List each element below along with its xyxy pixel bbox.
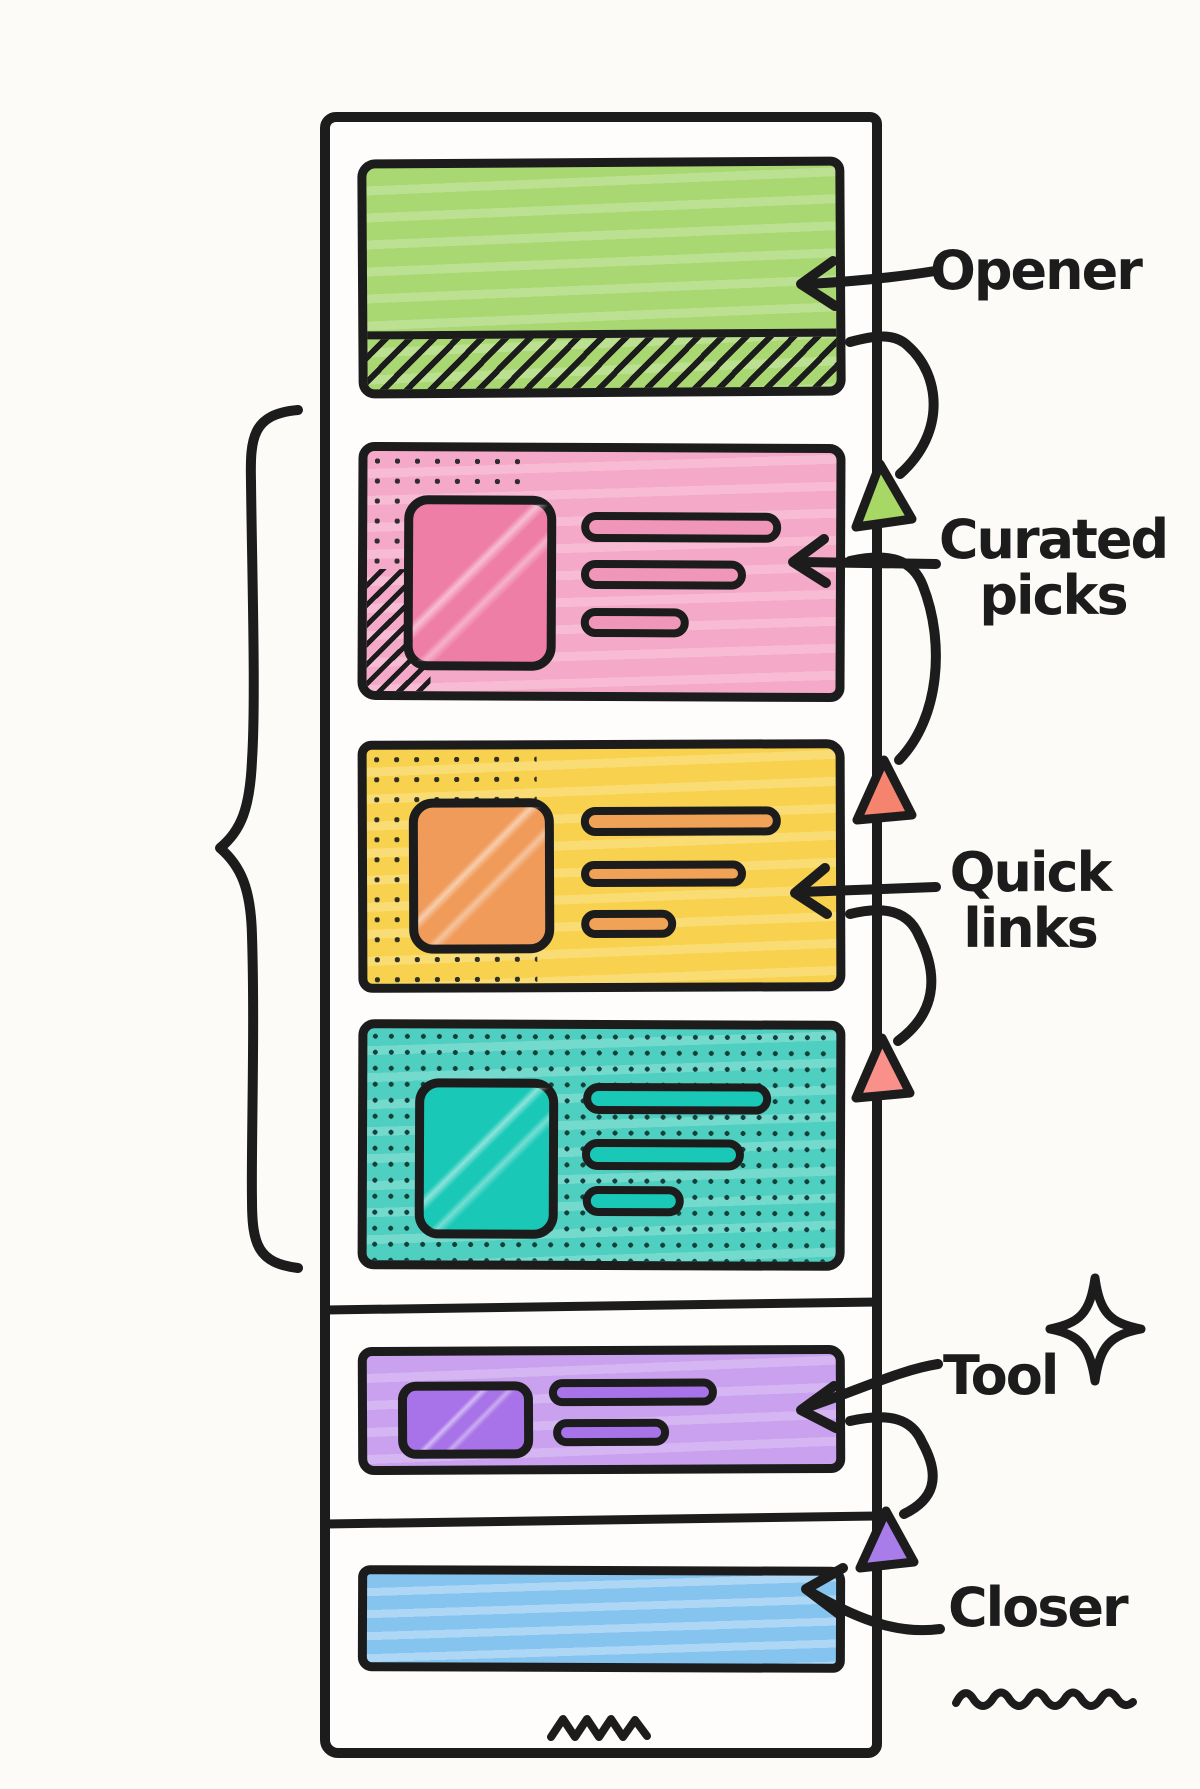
sparkle-icon [1045, 1273, 1146, 1386]
opener-footer-stripes [365, 328, 839, 392]
image-placeholder [408, 798, 555, 954]
quick-links-card [357, 739, 846, 993]
text-bar [581, 909, 677, 939]
closer-card [357, 1565, 846, 1673]
label-curated-picks: Curated picks [938, 508, 1169, 628]
text-bar [581, 511, 782, 543]
image-placeholder [397, 1381, 534, 1459]
marker-streaks [366, 1574, 837, 1664]
opener-card [357, 156, 846, 399]
closer-underline-icon [952, 1688, 1137, 1710]
text-bar [583, 1082, 772, 1115]
text-bar [580, 559, 747, 590]
curated-picks-card [357, 441, 846, 703]
text-bar [581, 1138, 745, 1171]
label-closer: Closer [948, 1576, 1129, 1639]
list-card [357, 1019, 846, 1271]
image-placeholder [403, 495, 557, 671]
text-bar [580, 607, 689, 638]
image-placeholder [414, 1078, 559, 1239]
tool-card [357, 1344, 846, 1476]
label-opener: Opener [930, 239, 1143, 302]
label-quick-links: Quick links [949, 841, 1113, 961]
text-bar [580, 806, 781, 837]
text-bar [553, 1418, 670, 1447]
text-bar [548, 1378, 717, 1407]
text-bar [580, 860, 747, 888]
label-tool: Tool [943, 1344, 1059, 1407]
left-brace-icon [215, 405, 303, 1273]
text-bar [582, 1185, 684, 1217]
